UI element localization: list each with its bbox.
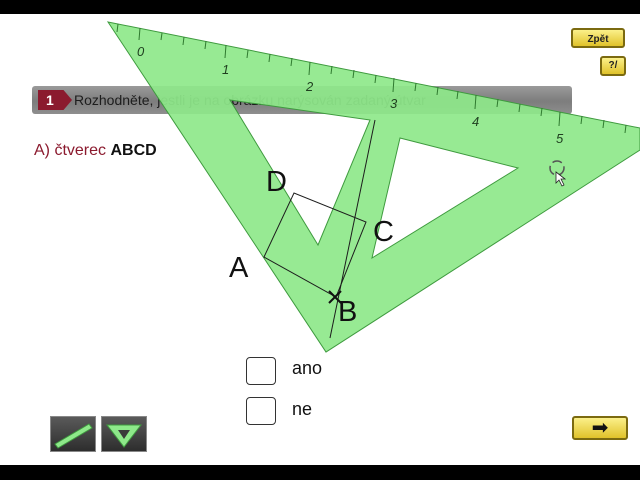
ruler-number-5: 5 [556,131,564,146]
answer-checkbox-ne[interactable] [246,397,276,425]
point-b-cross-icon [328,290,342,304]
answer-label-ne: ne [292,399,313,419]
vertex-label-b: B [338,296,357,328]
vertex-label-c: C [373,216,394,248]
bottom-black-bar [0,465,640,480]
set-square-triangle[interactable] [106,21,640,353]
ruler-number-1: 1 [222,62,229,77]
ruler-number-3: 3 [390,96,398,111]
sub-question-prefix: A) čtverec [34,142,111,159]
ruler-icon [54,423,93,449]
ruler-number-0: 0 [137,44,145,59]
answer-label-ano: ano [292,358,323,378]
next-button[interactable]: ➡ [572,416,628,440]
vertex-label-a: A [229,252,249,284]
arrow-right-icon: ➡ [591,417,609,439]
ruler-number-4: 4 [472,114,479,129]
ruler-number-2: 2 [305,79,314,94]
rotate-handle-icon[interactable] [549,160,567,187]
ruler-tool-button[interactable] [50,416,96,452]
back-button[interactable]: Zpět [571,28,625,48]
help-button[interactable]: ?/ [600,56,626,76]
top-black-bar [0,0,640,14]
vertex-label-d: D [266,166,287,198]
sub-question-object: ABCD [110,142,157,159]
construction-line [329,119,376,339]
quadrilateral-abcd [263,192,367,298]
ruler-ticks [116,23,627,134]
set-square-tool-button[interactable] [101,416,147,452]
set-square-icon [105,424,143,448]
question-number-badge: 1 [38,90,72,110]
answer-checkbox-ano[interactable] [246,357,276,385]
sub-question: A) čtverec ABCD [34,142,157,160]
